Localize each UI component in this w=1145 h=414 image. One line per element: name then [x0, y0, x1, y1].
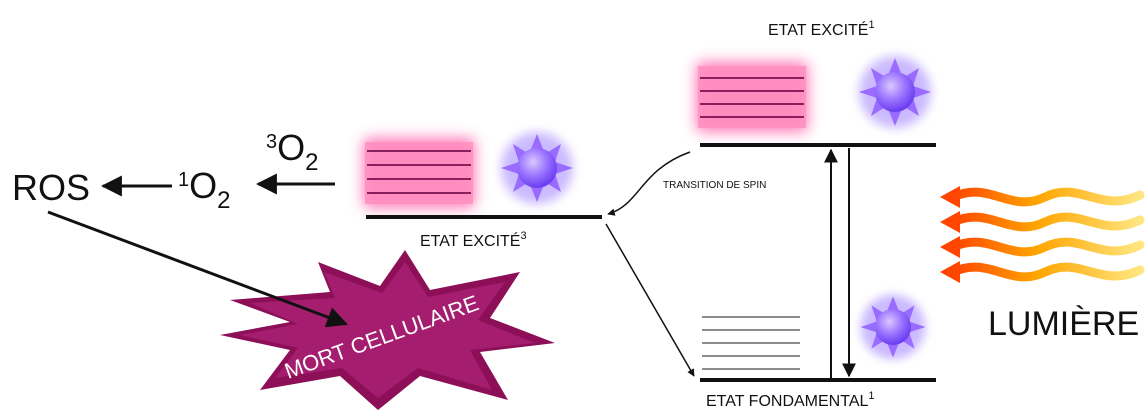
light-wave-icon [940, 186, 1145, 283]
light-label: LUMIÈRE [988, 305, 1139, 343]
star-burst-icon [859, 56, 931, 128]
ros-to-death-arrow [47, 210, 348, 328]
excited-singlet-label: ETAT EXCITÉ1 [768, 19, 875, 39]
ros-label: ROS [12, 167, 90, 208]
ground-state-levels [702, 316, 800, 370]
explosion-burst [220, 250, 555, 410]
excited-triplet-label: ETAT EXCITÉ3 [420, 230, 527, 250]
triplet-to-ground-arrow [605, 223, 695, 377]
spin-transition-arrow [607, 151, 691, 216]
ground-state-label: ETAT FONDAMENTAL1 [706, 390, 875, 410]
excited-singlet-levels [696, 62, 808, 132]
star-burst-icon [860, 294, 926, 360]
triplet-oxygen-label: 3O2 [266, 127, 319, 176]
star-burst-icon [501, 132, 573, 204]
spin-transition-label: TRANSITION DE SPIN [663, 180, 766, 191]
singlet-oxygen-label: 1O2 [178, 165, 231, 214]
excited-triplet-levels [363, 138, 475, 208]
